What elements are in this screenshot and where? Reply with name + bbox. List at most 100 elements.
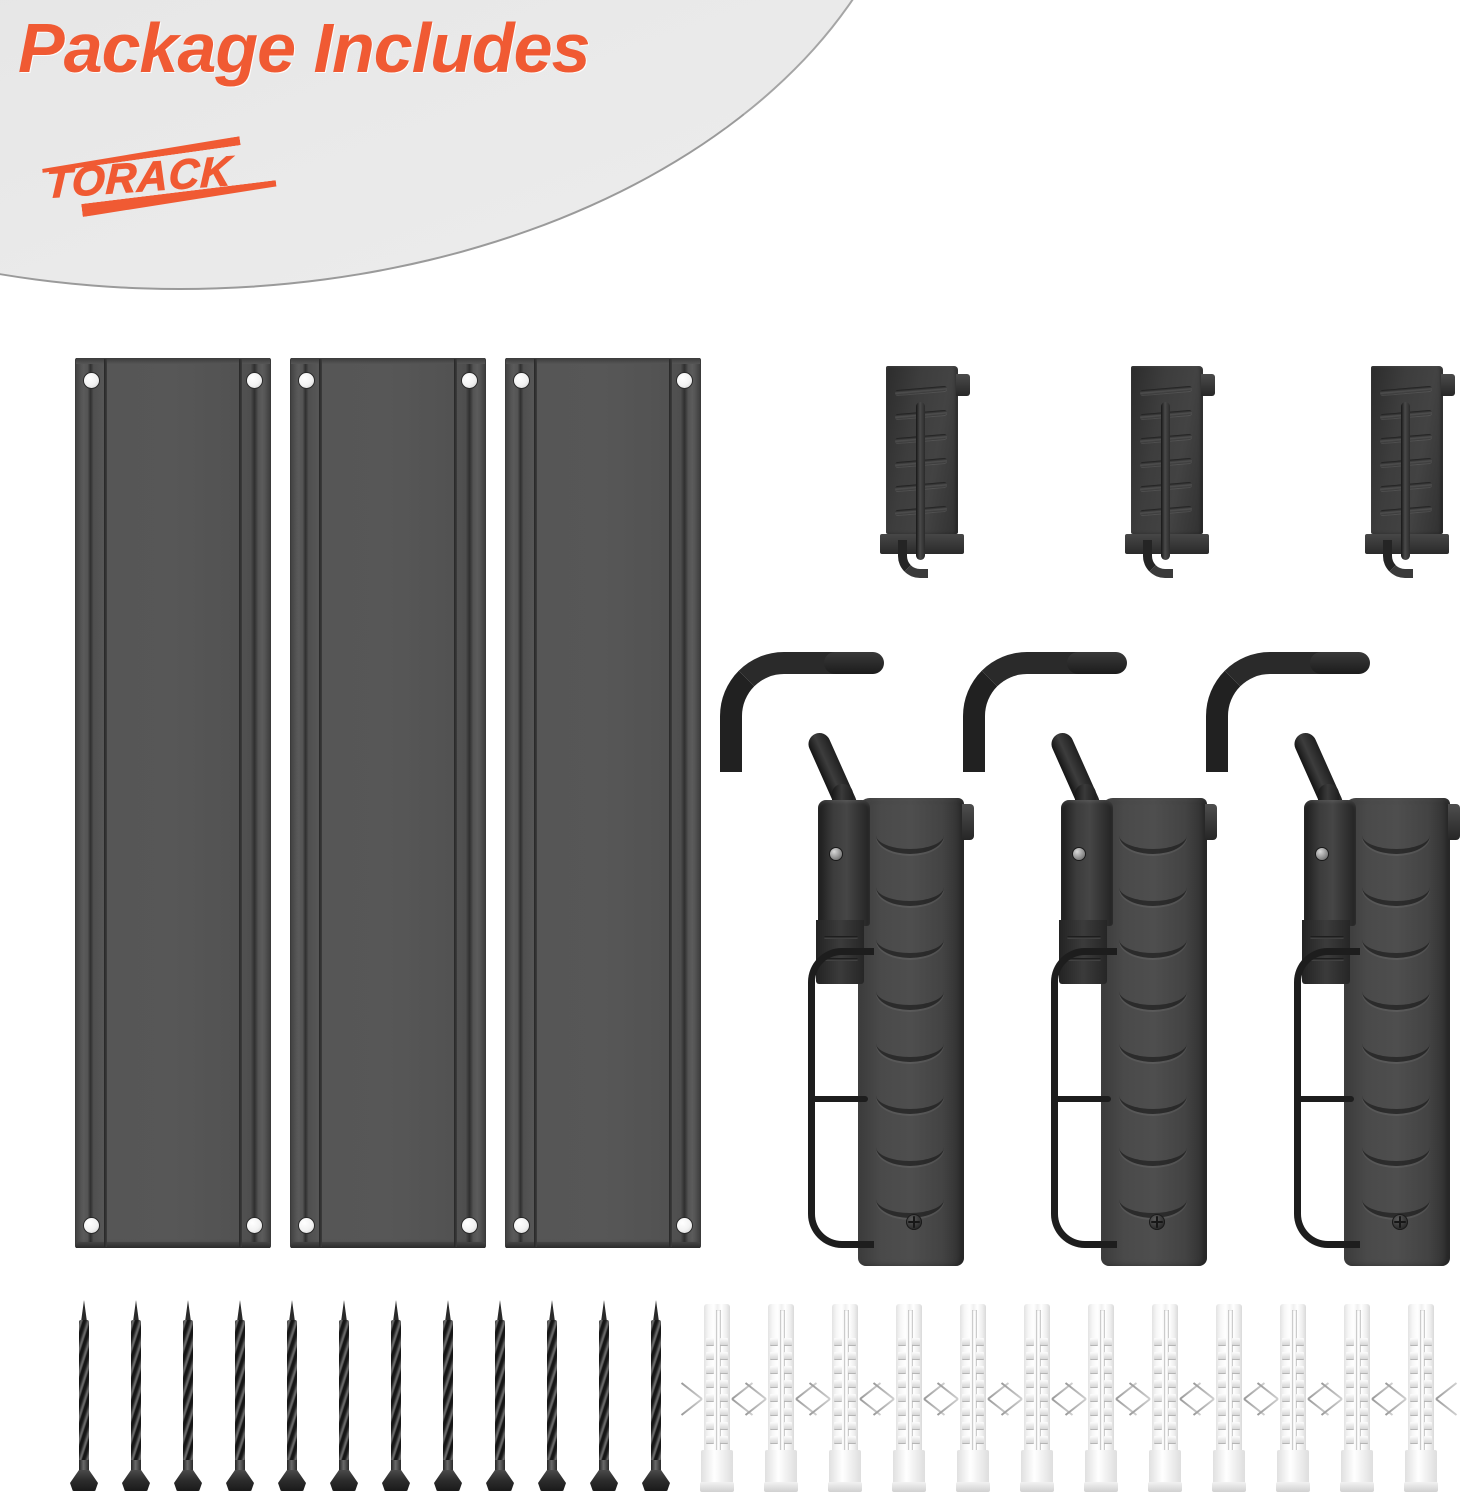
- wood-screw: [434, 1300, 462, 1492]
- anchor-barb-wing: [808, 1382, 831, 1400]
- anchor-lower-collar: [701, 1450, 733, 1484]
- rail-top-cap: [76, 358, 270, 364]
- screw-tip: [81, 1300, 87, 1322]
- screw-head: [226, 1470, 254, 1491]
- anchor-rib: [1296, 1338, 1304, 1345]
- anchor-rib: [898, 1436, 906, 1443]
- anchor-rib: [1346, 1366, 1354, 1373]
- anchor-barb-wing: [1115, 1398, 1138, 1416]
- hook-wire-bail-crossbar: [1055, 1096, 1111, 1102]
- anchor-rib: [1026, 1366, 1034, 1373]
- anchor-rib: [962, 1436, 970, 1443]
- anchor-rib: [1346, 1422, 1354, 1429]
- anchor-rib: [1410, 1436, 1418, 1443]
- rail-mounting-hole: [677, 1218, 692, 1233]
- anchor-rib: [848, 1366, 856, 1373]
- pivot-screw-icon: [1073, 848, 1085, 860]
- anchor-barb-wing: [936, 1382, 959, 1400]
- anchor-rib: [1090, 1366, 1098, 1373]
- screw-head: [174, 1470, 202, 1491]
- wall-anchor: [1128, 1300, 1202, 1492]
- screw-head: [382, 1470, 410, 1491]
- anchor-rib: [1410, 1366, 1418, 1373]
- anchor-lower-collar: [1341, 1450, 1373, 1484]
- anchor-rib: [834, 1352, 842, 1359]
- anchor-rib: [962, 1380, 970, 1387]
- anchor-center-slot: [1228, 1310, 1233, 1470]
- rail-bottom-cap: [291, 1242, 485, 1248]
- anchor-body: [1408, 1304, 1434, 1476]
- wood-screw: [174, 1300, 202, 1492]
- anchor-body: [1216, 1304, 1242, 1476]
- anchor-rib: [1296, 1422, 1304, 1429]
- anchor-rib: [1168, 1394, 1176, 1401]
- anchor-center-slot: [1356, 1310, 1361, 1470]
- anchor-body: [832, 1304, 858, 1476]
- rail-mounting-hole: [677, 373, 692, 388]
- anchor-rib: [770, 1366, 778, 1373]
- body-chevron-rib: [876, 832, 944, 854]
- anchor-rib: [1360, 1394, 1368, 1401]
- anchor-rib: [912, 1338, 920, 1345]
- hook-arm-tip: [1310, 652, 1370, 674]
- anchor-rib: [1040, 1352, 1048, 1359]
- anchor-barb-wing: [1128, 1398, 1151, 1416]
- anchor-barb-wing: [731, 1398, 754, 1416]
- anchor-rib: [1154, 1394, 1162, 1401]
- anchor-rib: [1232, 1380, 1240, 1387]
- anchor-rib: [784, 1352, 792, 1359]
- anchor-rib: [1218, 1422, 1226, 1429]
- neck-detail-line: [824, 936, 858, 939]
- anchor-body: [1152, 1304, 1178, 1476]
- anchor-rib: [976, 1338, 984, 1345]
- anchor-barb-wing: [744, 1382, 767, 1400]
- hook-body: [858, 798, 974, 1266]
- hook-top-lip: [956, 374, 970, 396]
- wall-anchor: [1256, 1300, 1330, 1492]
- anchor-rib: [1026, 1408, 1034, 1415]
- body-chevron-rib: [1119, 884, 1187, 906]
- anchor-rib: [1424, 1394, 1432, 1401]
- anchor-rib: [1360, 1422, 1368, 1429]
- anchor-rib: [834, 1380, 842, 1387]
- anchor-rib: [1090, 1394, 1098, 1401]
- wood-screw: [330, 1300, 358, 1492]
- anchor-rib: [1282, 1422, 1290, 1429]
- anchor-barb-wing: [795, 1398, 818, 1416]
- anchor-barb-wing: [1192, 1382, 1215, 1400]
- screw-tip: [601, 1300, 607, 1322]
- anchor-center-slot: [1036, 1310, 1041, 1470]
- screw-threaded-shank: [547, 1320, 557, 1468]
- anchor-rib: [770, 1422, 778, 1429]
- anchor-rib: [1360, 1380, 1368, 1387]
- anchor-rib: [1296, 1366, 1304, 1373]
- anchor-rib: [1168, 1366, 1176, 1373]
- wood-screw: [382, 1300, 410, 1492]
- anchor-flange: [1020, 1482, 1054, 1492]
- screw-head: [590, 1470, 618, 1491]
- anchor-barb-wing: [1243, 1398, 1266, 1416]
- anchor-rib: [1026, 1436, 1034, 1443]
- anchor-barb-wing: [680, 1382, 703, 1400]
- anchor-barb-wing: [1320, 1398, 1343, 1416]
- hook-arm-tip: [824, 652, 884, 674]
- anchor-rib: [1218, 1408, 1226, 1415]
- anchor-rib: [1360, 1338, 1368, 1345]
- anchor-rib: [1218, 1352, 1226, 1359]
- phillips-screw-icon: [906, 1214, 922, 1230]
- anchor-rib: [1026, 1422, 1034, 1429]
- anchor-body: [704, 1304, 730, 1476]
- screw-threaded-shank: [79, 1320, 89, 1468]
- anchor-barb-wing: [1179, 1398, 1202, 1416]
- wall-anchor: [1320, 1300, 1394, 1492]
- screw-tip: [497, 1300, 503, 1322]
- anchor-barb-wing: [1000, 1398, 1023, 1416]
- wood-screw: [278, 1300, 306, 1492]
- anchor-rib: [976, 1352, 984, 1359]
- rail-top-cap: [291, 358, 485, 364]
- anchor-body: [896, 1304, 922, 1476]
- anchor-rib: [1424, 1352, 1432, 1359]
- wood-screw: [226, 1300, 254, 1492]
- anchor-flange: [892, 1482, 926, 1492]
